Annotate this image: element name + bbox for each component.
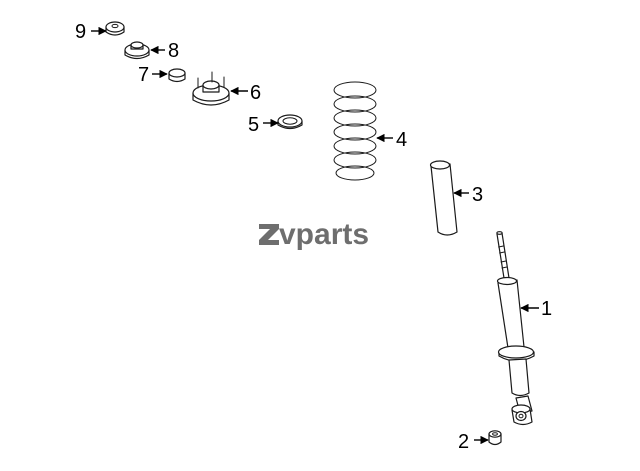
callout-2: 2 xyxy=(458,431,469,453)
callout-1: 1 xyxy=(541,298,552,320)
part-6-strut-mount xyxy=(192,71,230,106)
part-5-spring-seat xyxy=(277,114,303,130)
callout-9: 9 xyxy=(75,21,86,43)
callout-8: 8 xyxy=(168,40,179,62)
part-1-shock-absorber xyxy=(496,231,535,426)
part-8-insulator xyxy=(124,41,150,60)
vparts-logo-mark xyxy=(259,224,279,245)
vparts-logo-text: vparts xyxy=(279,218,369,251)
part-7-nut xyxy=(168,68,186,83)
callout-3: 3 xyxy=(472,184,483,206)
part-2-bushing xyxy=(488,430,502,446)
part-4-coil-spring xyxy=(333,81,377,181)
callout-4: 4 xyxy=(396,129,407,151)
callout-7: 7 xyxy=(138,64,149,86)
vparts-logo: vparts xyxy=(259,218,369,251)
callout-6: 6 xyxy=(250,82,261,104)
part-9-bushing xyxy=(105,21,125,36)
callout-5: 5 xyxy=(248,114,259,136)
part-3-dust-boot xyxy=(429,160,458,236)
